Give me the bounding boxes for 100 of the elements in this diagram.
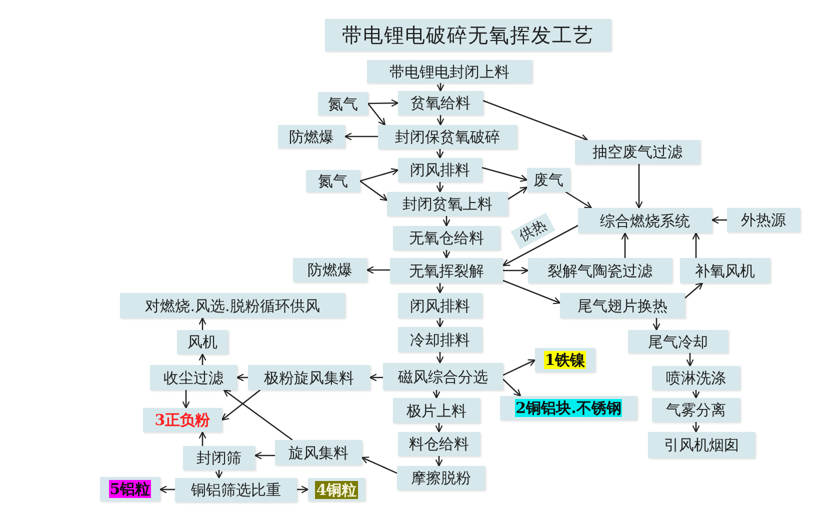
step-label: 无氧挥裂解 bbox=[409, 262, 484, 280]
arrow bbox=[565, 191, 592, 209]
process-box bbox=[575, 140, 700, 164]
arrow bbox=[436, 149, 444, 159]
arrow bbox=[436, 182, 444, 193]
process-box bbox=[628, 330, 728, 353]
step-label: 铜铝筛选比重 bbox=[191, 481, 281, 499]
highlighted-label: 3正负粉 bbox=[154, 411, 212, 429]
step-label: 极粉旋风集料 bbox=[264, 368, 354, 386]
arrow bbox=[621, 232, 629, 258]
process-box bbox=[175, 478, 297, 502]
arrow bbox=[254, 452, 275, 460]
process-box bbox=[278, 125, 345, 148]
process-box bbox=[398, 158, 482, 182]
arrow bbox=[502, 359, 536, 376]
step-label: 贫氧给料 bbox=[410, 94, 470, 112]
step-label: 无氧仓给料 bbox=[409, 229, 484, 247]
process-box bbox=[378, 125, 517, 149]
arrow bbox=[360, 180, 388, 201]
step-label: 料仓给料 bbox=[409, 435, 469, 453]
process-box bbox=[398, 327, 482, 352]
arrow bbox=[198, 317, 206, 330]
arrow bbox=[236, 374, 248, 382]
arrow bbox=[508, 186, 528, 200]
step-label: 引风机烟囱 bbox=[664, 436, 739, 454]
process-box bbox=[100, 477, 160, 501]
arrow bbox=[442, 250, 450, 259]
process-box bbox=[652, 398, 740, 422]
arrow bbox=[369, 374, 383, 382]
arrow bbox=[482, 100, 588, 142]
arrow bbox=[692, 422, 700, 433]
arrow bbox=[221, 389, 261, 421]
step-label: 综合燃烧系统 bbox=[600, 212, 690, 230]
arrow bbox=[436, 318, 444, 328]
step-label: 磁风综合分选 bbox=[398, 368, 488, 386]
step-label: 尾气冷却 bbox=[648, 332, 708, 350]
step-label: 封闭筛 bbox=[196, 449, 242, 467]
process-box bbox=[275, 440, 362, 465]
step-label: 抽空废气过滤 bbox=[592, 143, 682, 161]
arrow bbox=[159, 486, 175, 494]
process-box bbox=[248, 365, 370, 390]
arrow bbox=[502, 280, 561, 304]
arrow bbox=[435, 456, 443, 467]
step-label: 收尘过滤 bbox=[164, 368, 224, 386]
arrow bbox=[684, 282, 704, 298]
highlighted-label: 5铝粒 bbox=[108, 480, 152, 498]
process-box bbox=[560, 293, 685, 318]
process-box bbox=[398, 293, 482, 318]
diagram-title: 带电锂电破碎无氧挥发工艺 bbox=[325, 19, 611, 51]
process-box bbox=[390, 258, 503, 283]
step-label: 外热源 bbox=[741, 211, 786, 229]
step-label: 极片上料 bbox=[406, 402, 466, 420]
step-label: 封闭贫氧上料 bbox=[402, 195, 492, 213]
process-box bbox=[528, 258, 672, 283]
step-label: 冷却排料 bbox=[410, 330, 470, 348]
process-box bbox=[535, 348, 595, 372]
process-box bbox=[648, 432, 755, 458]
step-label: 闭风排料 bbox=[410, 161, 470, 179]
process-box bbox=[150, 365, 237, 390]
step-label: 气雾分离 bbox=[666, 401, 726, 419]
edge-label: 供热 bbox=[510, 212, 555, 249]
step-label: 对燃烧.风选.脱粉循环供风 bbox=[145, 296, 320, 314]
process-box bbox=[398, 432, 480, 456]
process-box bbox=[367, 60, 532, 83]
arrow bbox=[436, 83, 444, 92]
arrow bbox=[635, 164, 643, 209]
step-label: 尾气翅片换热 bbox=[578, 296, 668, 314]
step-label: 带电锂电封闭上料 bbox=[390, 62, 510, 80]
arrow bbox=[368, 99, 399, 107]
step-label: 氮气 bbox=[328, 94, 358, 112]
arrow bbox=[482, 166, 528, 182]
step-label: 喷淋洗涤 bbox=[666, 369, 726, 387]
arrow bbox=[182, 390, 190, 409]
process-box bbox=[177, 330, 228, 354]
process-box bbox=[318, 92, 368, 115]
arrow bbox=[198, 353, 206, 365]
process-box bbox=[293, 258, 367, 282]
step-label: 氮气 bbox=[318, 172, 348, 190]
arrow bbox=[360, 168, 399, 182]
arrow bbox=[692, 390, 700, 399]
arrow bbox=[436, 283, 444, 294]
arrow bbox=[367, 103, 386, 126]
arrow bbox=[652, 318, 660, 331]
arrow bbox=[711, 216, 727, 224]
step-label: 补氧风机 bbox=[695, 262, 755, 280]
arrow bbox=[442, 216, 450, 227]
arrow bbox=[215, 470, 223, 479]
arrow bbox=[686, 353, 694, 367]
process-box bbox=[652, 366, 740, 390]
step-label: 裂解气陶瓷过滤 bbox=[548, 262, 652, 280]
process-box bbox=[393, 226, 500, 250]
arrow bbox=[297, 486, 309, 494]
process-box bbox=[306, 170, 360, 192]
process-box bbox=[527, 168, 570, 192]
highlighted-label: 1铁镍 bbox=[544, 351, 586, 369]
process-box bbox=[500, 396, 637, 420]
arrow bbox=[436, 115, 444, 126]
highlighted-label: 2铜铝块.不锈钢 bbox=[514, 399, 622, 417]
arrow bbox=[223, 389, 293, 441]
arrow bbox=[692, 232, 700, 258]
